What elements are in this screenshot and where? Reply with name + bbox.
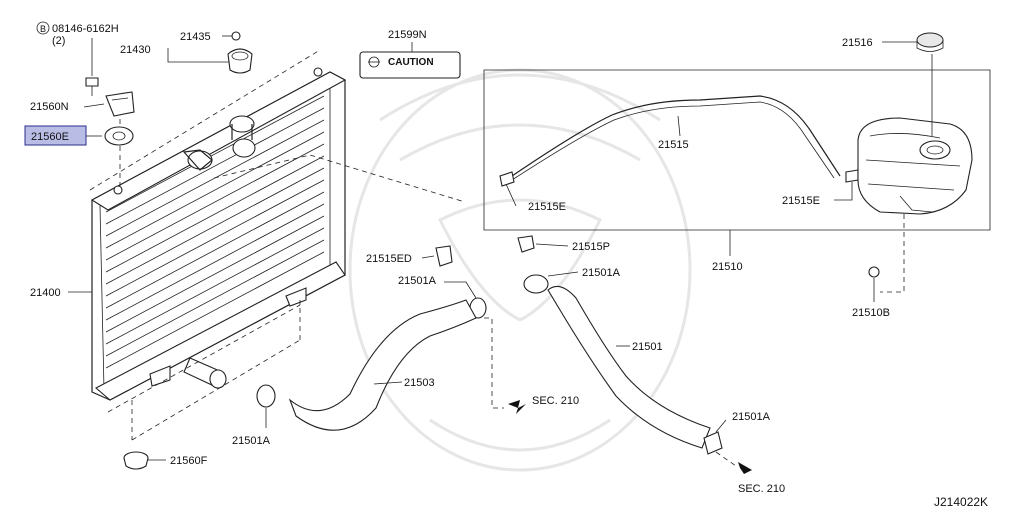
- label-21510B: 21510B: [852, 307, 890, 319]
- svg-text:B: B: [40, 24, 46, 34]
- label-21515: 21515: [658, 139, 689, 151]
- label-21516: 21516: [842, 37, 873, 49]
- label-bolt-ref: 08146-6162H: [52, 23, 119, 35]
- label-21510: 21510: [712, 261, 743, 273]
- label-bolt-qty: (2): [52, 35, 65, 47]
- label-21515ED: 21515ED: [366, 253, 412, 265]
- clip-21515P[interactable]: 21515P: [517, 235, 610, 253]
- diagram-code: J214022K: [934, 495, 988, 509]
- cap-21430[interactable]: 21430 21435: [120, 31, 253, 74]
- label-21515P: 21515P: [572, 241, 610, 253]
- reservoir-cap-21516[interactable]: 21516: [842, 32, 944, 136]
- reservoir-box-21510[interactable]: 21515 21515E 21515E: [483, 69, 991, 231]
- clamp-21501A-upper-left[interactable]: 21501A: [398, 275, 487, 319]
- clip-21515ED[interactable]: 21515ED: [366, 245, 453, 267]
- hose-21501[interactable]: 21501: [547, 285, 711, 449]
- label-sec210-lower: SEC. 210: [738, 483, 785, 495]
- label-sec210-upper: SEC. 210: [532, 395, 579, 407]
- bracket-21560N[interactable]: 21560N: [30, 91, 135, 117]
- grommet-21560F[interactable]: 21560F: [123, 451, 208, 470]
- caution-label-21599N[interactable]: 21599N CAUTION: [359, 29, 461, 79]
- bolt-08146-6162H[interactable]: B 08146-6162H (2): [36, 21, 119, 96]
- clamp-21501A-lower-left[interactable]: 21501A: [232, 384, 276, 447]
- hose-21503[interactable]: 21503: [288, 299, 477, 431]
- label-21501A-lower-right: 21501A: [732, 411, 771, 423]
- clamp-21501A-lower-right[interactable]: 21501A: [703, 411, 771, 455]
- label-21501A-upper-right: 21501A: [582, 267, 621, 279]
- sec210-ref-upper[interactable]: SEC. 210: [484, 317, 579, 414]
- sec210-ref-lower[interactable]: SEC. 210: [715, 451, 785, 495]
- radiator-21400[interactable]: [90, 67, 347, 401]
- label-21560N: 21560N: [30, 101, 69, 113]
- clamp-21501A-upper-right[interactable]: 21501A: [523, 267, 621, 294]
- caution-text: CAUTION: [388, 57, 434, 68]
- bolt-21510B[interactable]: 21510B: [852, 214, 905, 319]
- label-21515E-right: 21515E: [782, 195, 820, 207]
- label-21501A-upper-left: 21501A: [398, 275, 437, 287]
- label-21501: 21501: [632, 341, 663, 353]
- label-21599N: 21599N: [388, 29, 427, 41]
- label-21560F: 21560F: [170, 455, 208, 467]
- label-21503: 21503: [404, 377, 435, 389]
- label-21400: 21400: [30, 287, 61, 299]
- label-21501A-lower-left: 21501A: [232, 435, 271, 447]
- label-21430: 21430: [120, 44, 151, 56]
- mount-21560E[interactable]: 21560E: [24, 125, 134, 146]
- label-21515E-left: 21515E: [528, 201, 566, 213]
- label-21560E: 21560E: [31, 131, 69, 143]
- label-21435: 21435: [180, 31, 211, 43]
